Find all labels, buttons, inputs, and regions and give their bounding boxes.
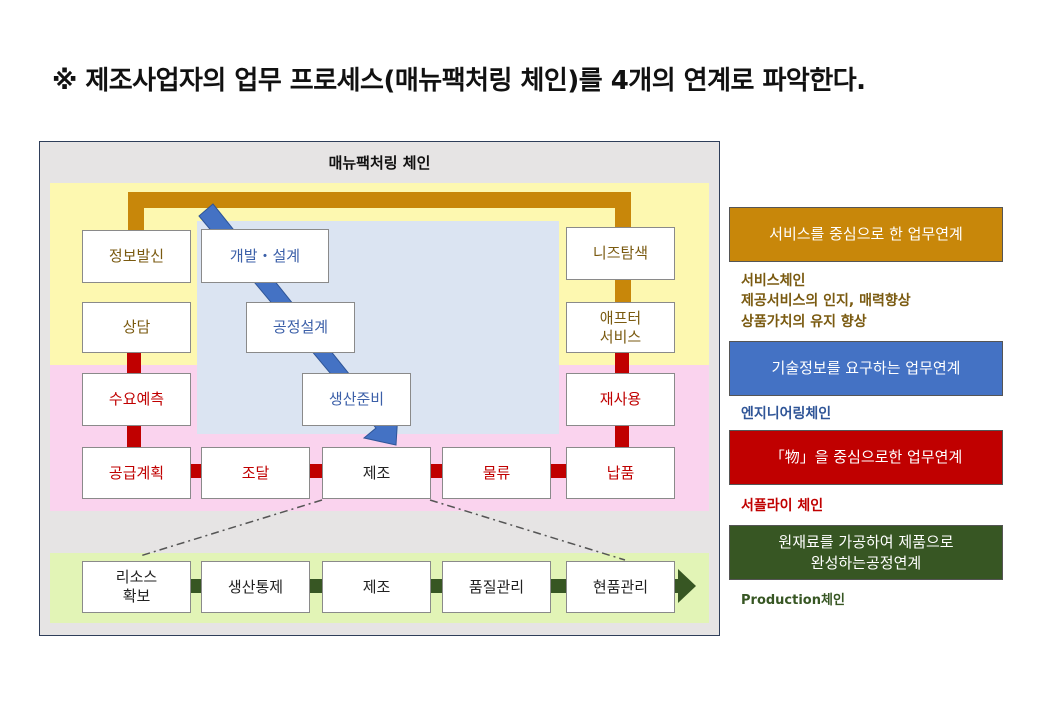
legend-engineering: 기술정보를 요구하는 업무연계 [729, 341, 1003, 396]
box-demand-forecast: 수요예측 [82, 373, 191, 426]
box-manufacturing-2: 제조 [322, 561, 431, 613]
box-process-design: 공정설계 [246, 302, 355, 353]
legend-supply-note: 서플라이 체인 [741, 498, 824, 514]
legend-service: 서비스를 중심으로 한 업무연계 [729, 207, 1003, 262]
legend-supply: 「物」을 중심으로한 업무연계 [729, 430, 1003, 485]
production-arrow-head [678, 569, 696, 603]
frame-title: 매뉴팩처링 체인 [328, 154, 431, 172]
box-development-design: 개발・설계 [201, 229, 329, 283]
box-reuse: 재사용 [566, 373, 675, 426]
box-logistics: 물류 [442, 447, 551, 499]
legend-service-note: 서비스체인 제공서비스의 인지, 매력향상 상품가치의 유지 향상 [741, 273, 911, 330]
box-production-prep: 생산준비 [302, 373, 411, 426]
legend-production: 원재료를 가공하여 제품으로 완성하는공정연계 [729, 525, 1003, 580]
box-supply-plan: 공급계획 [82, 447, 191, 499]
zoom-line-right [429, 499, 626, 561]
box-site-management: 현품관리 [566, 561, 675, 613]
legend-engineering-note: 엔지니어링체인 [741, 406, 832, 422]
box-resource-securing: 리소스 확보 [82, 561, 191, 613]
box-manufacturing: 제조 [322, 447, 431, 499]
box-after-service: 애프터 서비스 [566, 302, 675, 353]
box-info-dissemination: 정보발신 [82, 230, 191, 283]
box-production-control: 생산통제 [201, 561, 310, 613]
box-consultation: 상담 [82, 302, 191, 353]
zoom-line-left [139, 499, 323, 557]
page-title: ※ 제조사업자의 업무 프로세스(매뉴팩처링 체인)를 4개의 연계로 파악한다… [52, 66, 866, 96]
box-quality-control: 품질관리 [442, 561, 551, 613]
box-needs-search: 니즈탐색 [566, 227, 675, 280]
legend-production-note: Production체인 [741, 593, 845, 608]
box-procurement: 조달 [201, 447, 310, 499]
box-delivery: 납품 [566, 447, 675, 499]
